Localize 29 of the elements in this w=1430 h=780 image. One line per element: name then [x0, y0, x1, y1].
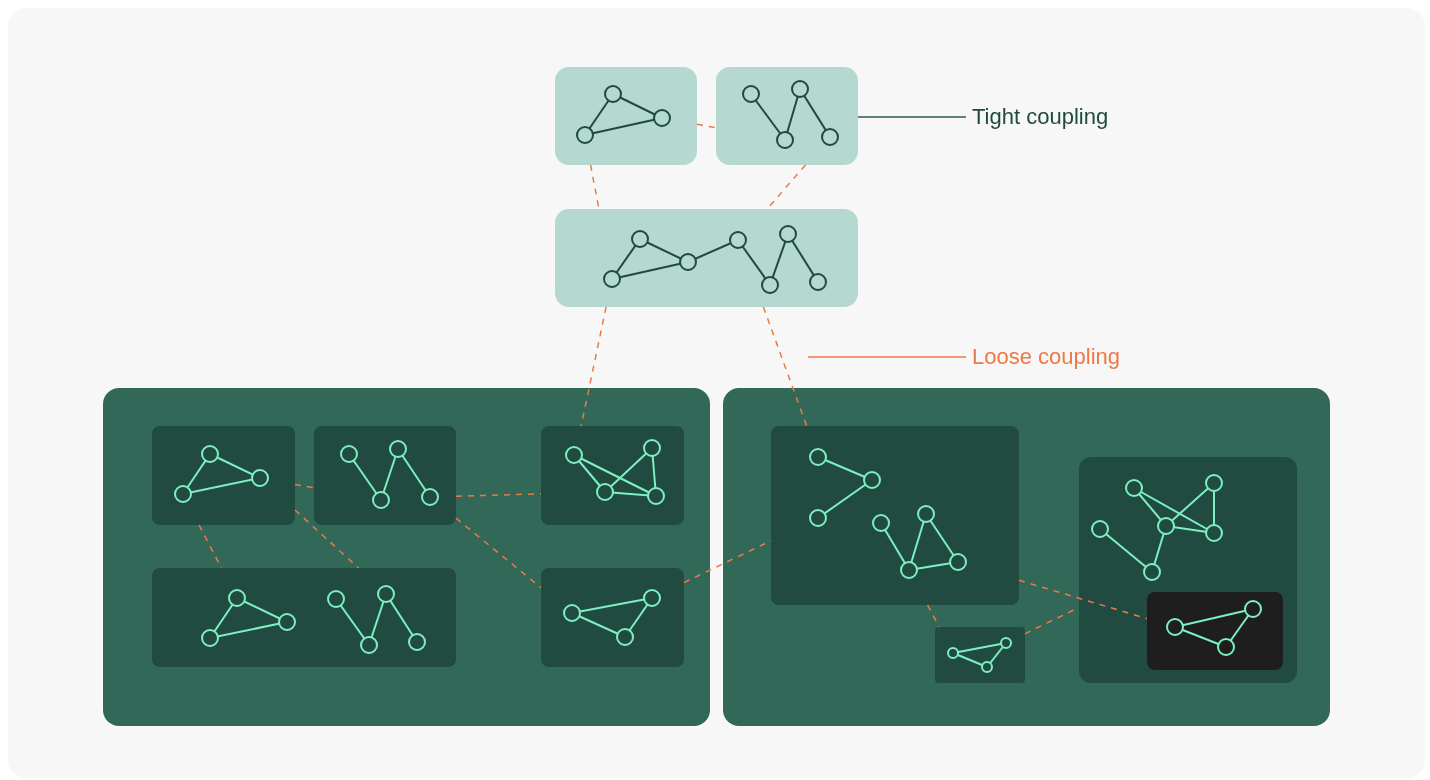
- dashed-connector: [762, 306, 808, 427]
- dashed-connector: [455, 517, 542, 589]
- coupling-label: Tight coupling: [972, 104, 1109, 130]
- group-panel: [314, 426, 456, 525]
- group-panel: [555, 209, 858, 307]
- group-panel: [723, 388, 1330, 726]
- group-panel: [103, 388, 710, 726]
- dashed-connector: [926, 604, 940, 628]
- dashed-connector: [580, 306, 607, 427]
- group-panel: [541, 568, 684, 667]
- group-panel: [541, 426, 684, 525]
- group-panel: [1147, 592, 1283, 670]
- group-panel: [555, 67, 697, 165]
- dashed-connector: [683, 539, 772, 584]
- dashed-connector: [455, 493, 542, 498]
- dashed-connector: [1018, 579, 1148, 620]
- leader-line: [857, 116, 967, 118]
- dashed-connector: [696, 123, 717, 129]
- dashed-connector: [294, 483, 315, 489]
- group-panel: [716, 67, 858, 165]
- dashed-connector: [198, 524, 223, 569]
- group-panel: [1079, 457, 1297, 683]
- group-panel: [771, 426, 1019, 605]
- dashed-connector: [294, 509, 360, 569]
- group-panel: [152, 426, 295, 525]
- group-panel: [935, 627, 1025, 683]
- coupling-label: Loose coupling: [972, 344, 1120, 370]
- group-panel: [152, 568, 456, 667]
- leader-line: [807, 356, 967, 358]
